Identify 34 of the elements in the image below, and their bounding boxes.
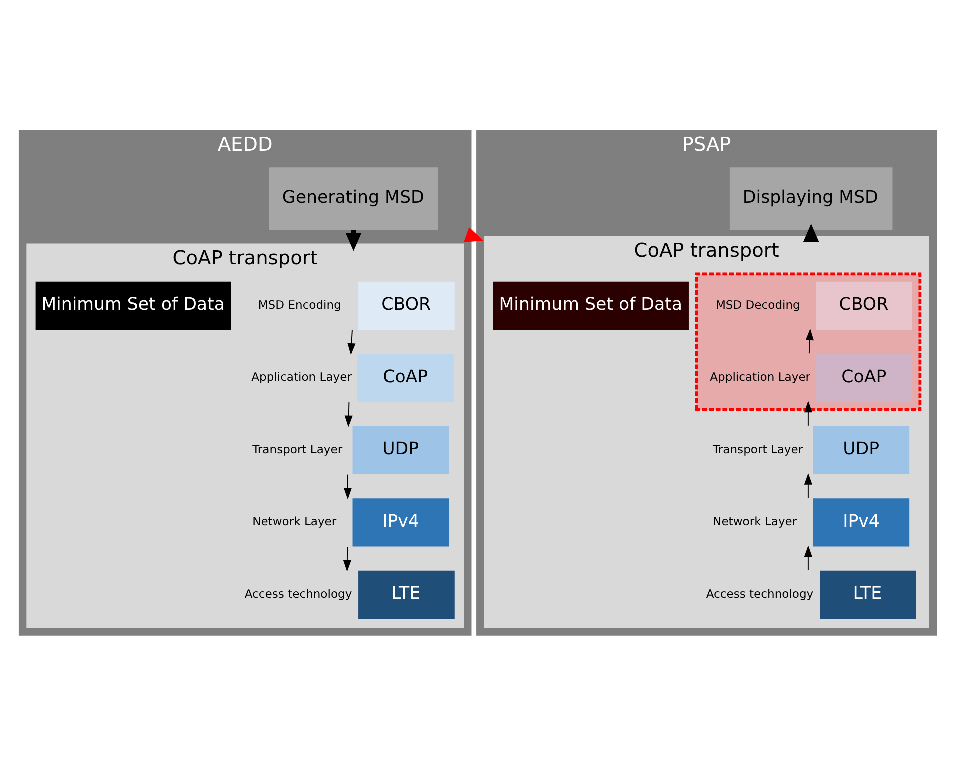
node-box: Minimum Set of Data [36,281,232,330]
node-box: CoAP [358,354,454,402]
arrow [804,472,812,498]
node-box: Displaying MSD [730,167,893,230]
node-box: LTE [358,570,455,619]
node-label: Application Layer [252,370,352,384]
node-label: Application Layer [710,370,811,384]
node-label: Network Layer [713,514,798,528]
node-box: Minimum Set of Data [493,281,689,330]
node-label: MSD Encoding [258,297,342,312]
node-box: LTE [820,570,916,619]
node-label: Transport Layer [713,442,804,456]
node-label: Network Layer [252,514,337,528]
node-box: UDP [352,426,450,474]
node-box: CBOR [816,281,912,330]
node-box: IPv4 [813,498,910,546]
node-box: CoAP [816,354,912,402]
cluster [695,272,922,411]
node-box: IPv4 [352,498,450,546]
arrow [344,474,352,500]
node-label: MSD Decoding [716,297,800,312]
arrow [348,329,356,355]
node-label: Transport Layer [252,442,343,456]
arrow [804,400,812,426]
node-label: Access technology [706,586,814,600]
arrow [803,224,820,242]
node-box: Generating MSD [269,167,438,230]
node-box: UDP [813,426,910,474]
arrow [806,328,814,354]
arrow [804,545,812,570]
node-label: Access technology [244,586,352,600]
arrow [343,546,352,572]
arrow [344,402,353,427]
node-box: CBOR [358,281,455,330]
